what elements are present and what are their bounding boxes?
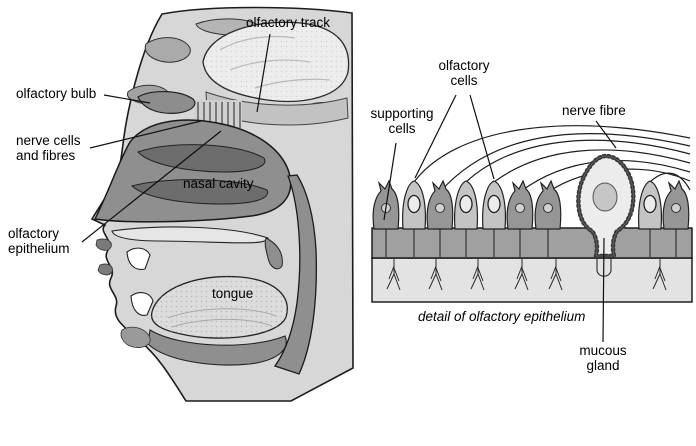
mucous-gland-core: [592, 182, 618, 212]
sub-epithelium-band: [371, 257, 693, 303]
caption-detail-of-olfactory-epithelium: detail of olfactory epithelium: [418, 309, 586, 324]
label-nasal-cavity: nasal cavity: [183, 176, 254, 191]
left-leader-lines: [81, 33, 271, 243]
label-olfactory-epithelium: olfactory epithelium: [8, 226, 70, 257]
olfactory-bulb-shape: [137, 91, 196, 114]
label-nerve-fibre: nerve fibre: [562, 103, 626, 118]
right-leader-lines: [383, 94, 617, 343]
label-mucous-gland: mucous gland: [579, 343, 627, 374]
head-cross-section-art: [81, 6, 354, 402]
label-nerve-cells-fibres: nerve cells and fibres: [16, 133, 81, 164]
supporting-cell-nuclei: [381, 203, 681, 213]
label-olfactory-cells: olfactory cells: [438, 58, 490, 89]
olfactory-cell-nuclei: [407, 194, 657, 214]
cell-processes: [385, 229, 677, 257]
label-olfactory-bulb: olfactory bulb: [16, 86, 97, 101]
nerve-fibre-curves: [413, 125, 691, 193]
nerve-fibre-hatching: [197, 102, 241, 128]
epithelium-detail-art: [371, 94, 693, 343]
nerve-rootlets: [386, 258, 667, 291]
label-supporting-cells: supporting cells: [370, 106, 434, 137]
label-olfactory-track: olfactory track: [246, 15, 331, 30]
epithelium-band: [371, 227, 693, 259]
label-tongue: tongue: [212, 286, 254, 301]
